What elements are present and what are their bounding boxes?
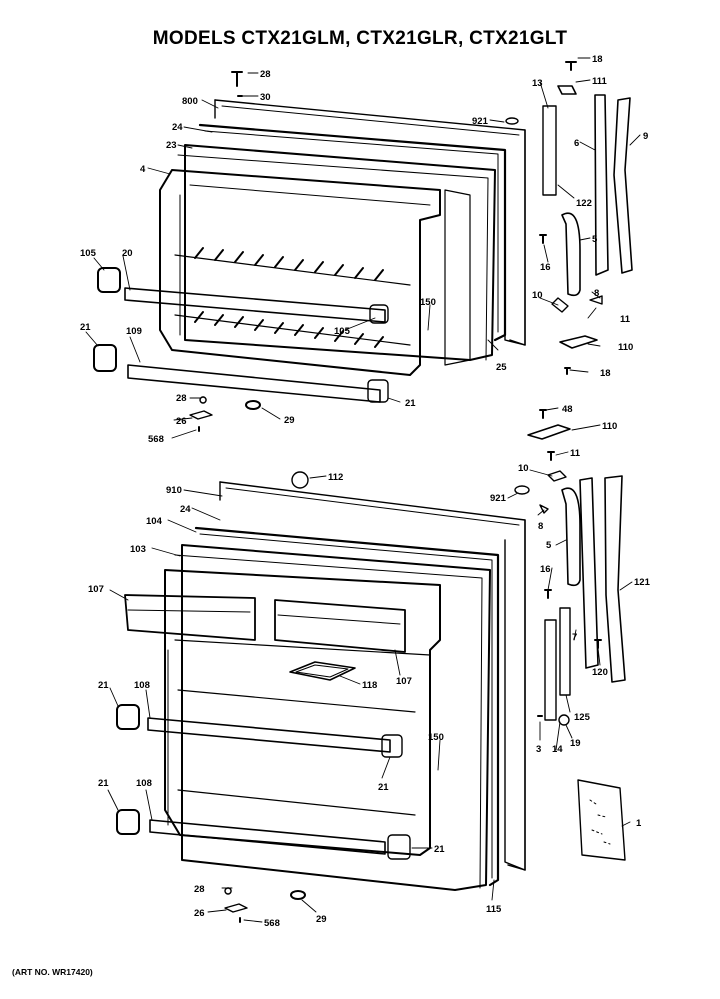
label-108b: 108 <box>136 778 152 789</box>
label-21f: 21 <box>434 844 445 855</box>
instruction-card <box>577 779 626 861</box>
fresh-food-inner-liner <box>164 569 441 856</box>
label-30: 30 <box>260 92 271 103</box>
label-24b: 24 <box>180 504 191 515</box>
label-11b: 11 <box>570 448 581 459</box>
label-104: 104 <box>146 516 163 527</box>
label-28b: 28 <box>176 393 187 404</box>
label-921b: 921 <box>490 493 507 504</box>
label-13: 13 <box>532 78 543 89</box>
fresh-food-end-caps <box>116 704 140 835</box>
freezer-door-inner-liner <box>159 169 471 376</box>
label-150a: 150 <box>420 297 436 308</box>
label-121: 121 <box>634 577 651 588</box>
label-568a: 568 <box>148 434 164 445</box>
freezer-small-parts <box>189 71 519 432</box>
label-110b: 110 <box>602 421 617 432</box>
label-910: 910 <box>166 485 182 496</box>
label-29b: 29 <box>316 914 327 925</box>
label-3: 3 <box>536 744 541 755</box>
label-16b: 16 <box>540 564 551 575</box>
label-800: 800 <box>182 96 198 107</box>
label-115: 115 <box>486 904 502 915</box>
fresh-food-butter-tray <box>289 661 356 681</box>
label-14: 14 <box>552 744 563 755</box>
fresh-food-door-gasket <box>194 526 500 887</box>
label-28a: 28 <box>260 69 271 80</box>
label-150b: 150 <box>428 732 444 743</box>
label-21c: 21 <box>98 680 109 691</box>
label-108a: 108 <box>134 680 150 691</box>
label-120: 120 <box>592 667 608 678</box>
fresh-food-door-outer-panel <box>219 481 526 871</box>
fresh-food-dairy-doors <box>124 594 406 653</box>
label-4: 4 <box>140 164 146 175</box>
label-21d: 21 <box>378 782 389 793</box>
label-105a: 105 <box>80 248 97 259</box>
label-23: 23 <box>166 140 177 151</box>
label-26b: 26 <box>194 908 205 919</box>
fresh-food-door-liner <box>174 544 491 891</box>
label-21b: 21 <box>405 398 416 409</box>
label-26a: 26 <box>176 416 187 427</box>
label-107b: 107 <box>396 676 412 687</box>
label-48: 48 <box>562 404 573 415</box>
label-122: 122 <box>576 198 592 209</box>
label-18b: 18 <box>600 368 611 379</box>
label-5b: 5 <box>546 540 552 551</box>
diagram-title: MODELS CTX21GLM, CTX21GLR, CTX21GLT <box>152 28 568 49</box>
label-11a: 11 <box>620 314 631 325</box>
fresh-food-shelf-bars <box>147 717 411 860</box>
label-110a: 110 <box>618 342 633 353</box>
label-118: 118 <box>362 680 377 691</box>
leader-lines <box>85 57 641 923</box>
fresh-food-small-parts <box>224 471 549 923</box>
callout-labels: 18 28 30 800 111 13 24 921 23 9 6 4 122 … <box>80 54 651 929</box>
freezer-bottom-bar <box>127 364 389 403</box>
label-112: 112 <box>328 472 343 483</box>
label-1: 1 <box>636 818 642 829</box>
label-103: 103 <box>130 544 146 555</box>
label-29a: 29 <box>284 415 295 426</box>
label-8b: 8 <box>538 521 543 532</box>
freezer-door-gasket <box>198 123 507 342</box>
freezer-end-caps <box>93 267 121 372</box>
art-number: (ART NO. WR17420) <box>12 967 93 977</box>
label-107a: 107 <box>88 584 104 595</box>
freezer-hinge-parts <box>539 61 633 375</box>
label-568b: 568 <box>264 918 280 929</box>
freezer-door-liner <box>177 144 496 361</box>
label-10b: 10 <box>518 463 529 474</box>
label-5a: 5 <box>592 234 598 245</box>
label-25: 25 <box>496 362 507 373</box>
label-16a: 16 <box>540 262 551 273</box>
label-24a: 24 <box>172 122 183 133</box>
label-6: 6 <box>574 138 579 149</box>
label-10a: 10 <box>532 290 543 301</box>
label-921a: 921 <box>472 116 489 127</box>
fresh-food-hinge-parts <box>527 409 626 726</box>
label-18a: 18 <box>592 54 603 65</box>
label-19: 19 <box>570 738 581 749</box>
label-125: 125 <box>574 712 591 723</box>
label-7: 7 <box>572 632 577 643</box>
freezer-shelf-bar <box>124 287 389 324</box>
label-111: 111 <box>592 76 608 87</box>
label-28c: 28 <box>194 884 205 895</box>
label-109: 109 <box>126 326 142 337</box>
label-105b: 105 <box>334 326 351 337</box>
label-20: 20 <box>122 248 133 259</box>
label-21e: 21 <box>98 778 109 789</box>
label-21a: 21 <box>80 322 91 333</box>
label-8a: 8 <box>594 288 599 299</box>
label-9: 9 <box>643 131 648 142</box>
